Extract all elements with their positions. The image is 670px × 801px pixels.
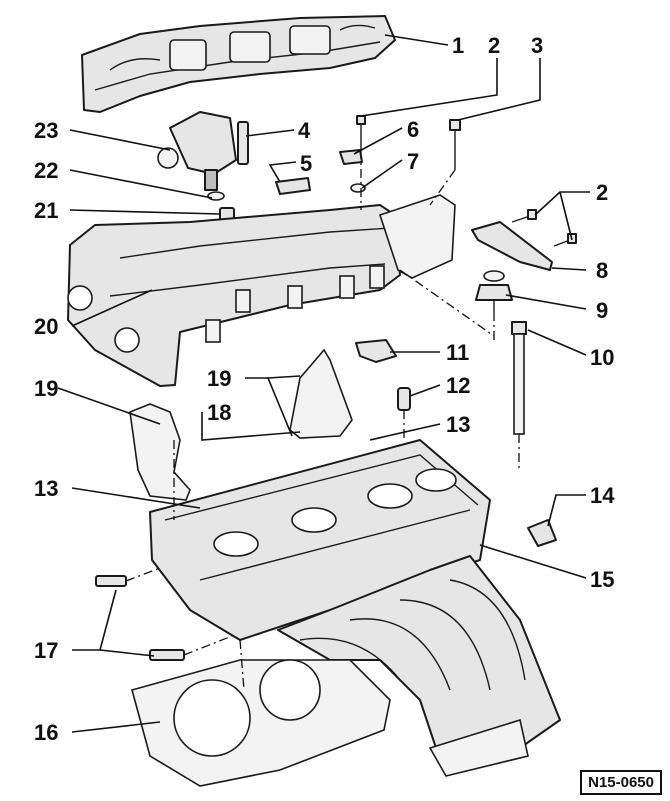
bracket-18 [129,403,191,501]
bracket-19 [289,348,353,439]
part-4 [237,121,249,165]
callout-1: 1 [452,33,464,58]
cylinder-head-cover [81,15,396,113]
callout-6: 6 [407,117,419,142]
callout-23: 23 [34,118,58,143]
part-11 [355,339,397,363]
sensor-14 [527,519,557,547]
callout-4: 4 [298,118,311,143]
callout-20: 20 [34,314,58,339]
bolt-3 [449,119,461,170]
cylinder-head [149,439,491,641]
callout-12: 12 [446,373,470,398]
actuator-23 [157,111,237,191]
callout-13-right: 13 [446,412,470,437]
callout-3: 3 [531,33,543,58]
bracket-8 [471,221,553,271]
callout-18: 18 [207,400,231,425]
callout-2-top: 2 [488,33,500,58]
callout-14: 14 [590,483,615,508]
callout-8: 8 [596,258,608,283]
bolt-2-top [356,115,366,150]
reference-code: N15-0650 [580,770,662,795]
callout-13-left: 13 [34,476,58,501]
callout-19-left: 19 [34,376,58,401]
callout-11: 11 [446,340,469,365]
callout-labels: 1 2 3 4 5 6 7 2 8 9 10 11 12 13 13 14 15… [34,33,615,745]
callout-10: 10 [590,345,614,370]
callout-21: 21 [34,198,58,223]
callout-7: 7 [407,149,419,174]
seal-22 [207,191,225,201]
callout-22: 22 [34,158,58,183]
mount-9 [475,270,513,312]
callout-17: 17 [34,638,58,663]
callout-16: 16 [34,720,58,745]
assembly-lines [125,150,520,691]
callout-15: 15 [590,567,614,592]
callout-19-center: 19 [207,366,231,391]
part-5 [275,177,311,195]
part-12 [397,387,411,411]
callout-5: 5 [300,151,312,176]
callout-2-right: 2 [596,180,608,205]
head-gasket [131,659,391,787]
studs-17 [95,575,185,661]
camshaft-housing [67,194,456,387]
leader-lines [57,34,590,733]
callout-9: 9 [596,298,608,323]
long-bolt-10 [511,321,527,435]
exhaust-manifold [277,555,561,777]
